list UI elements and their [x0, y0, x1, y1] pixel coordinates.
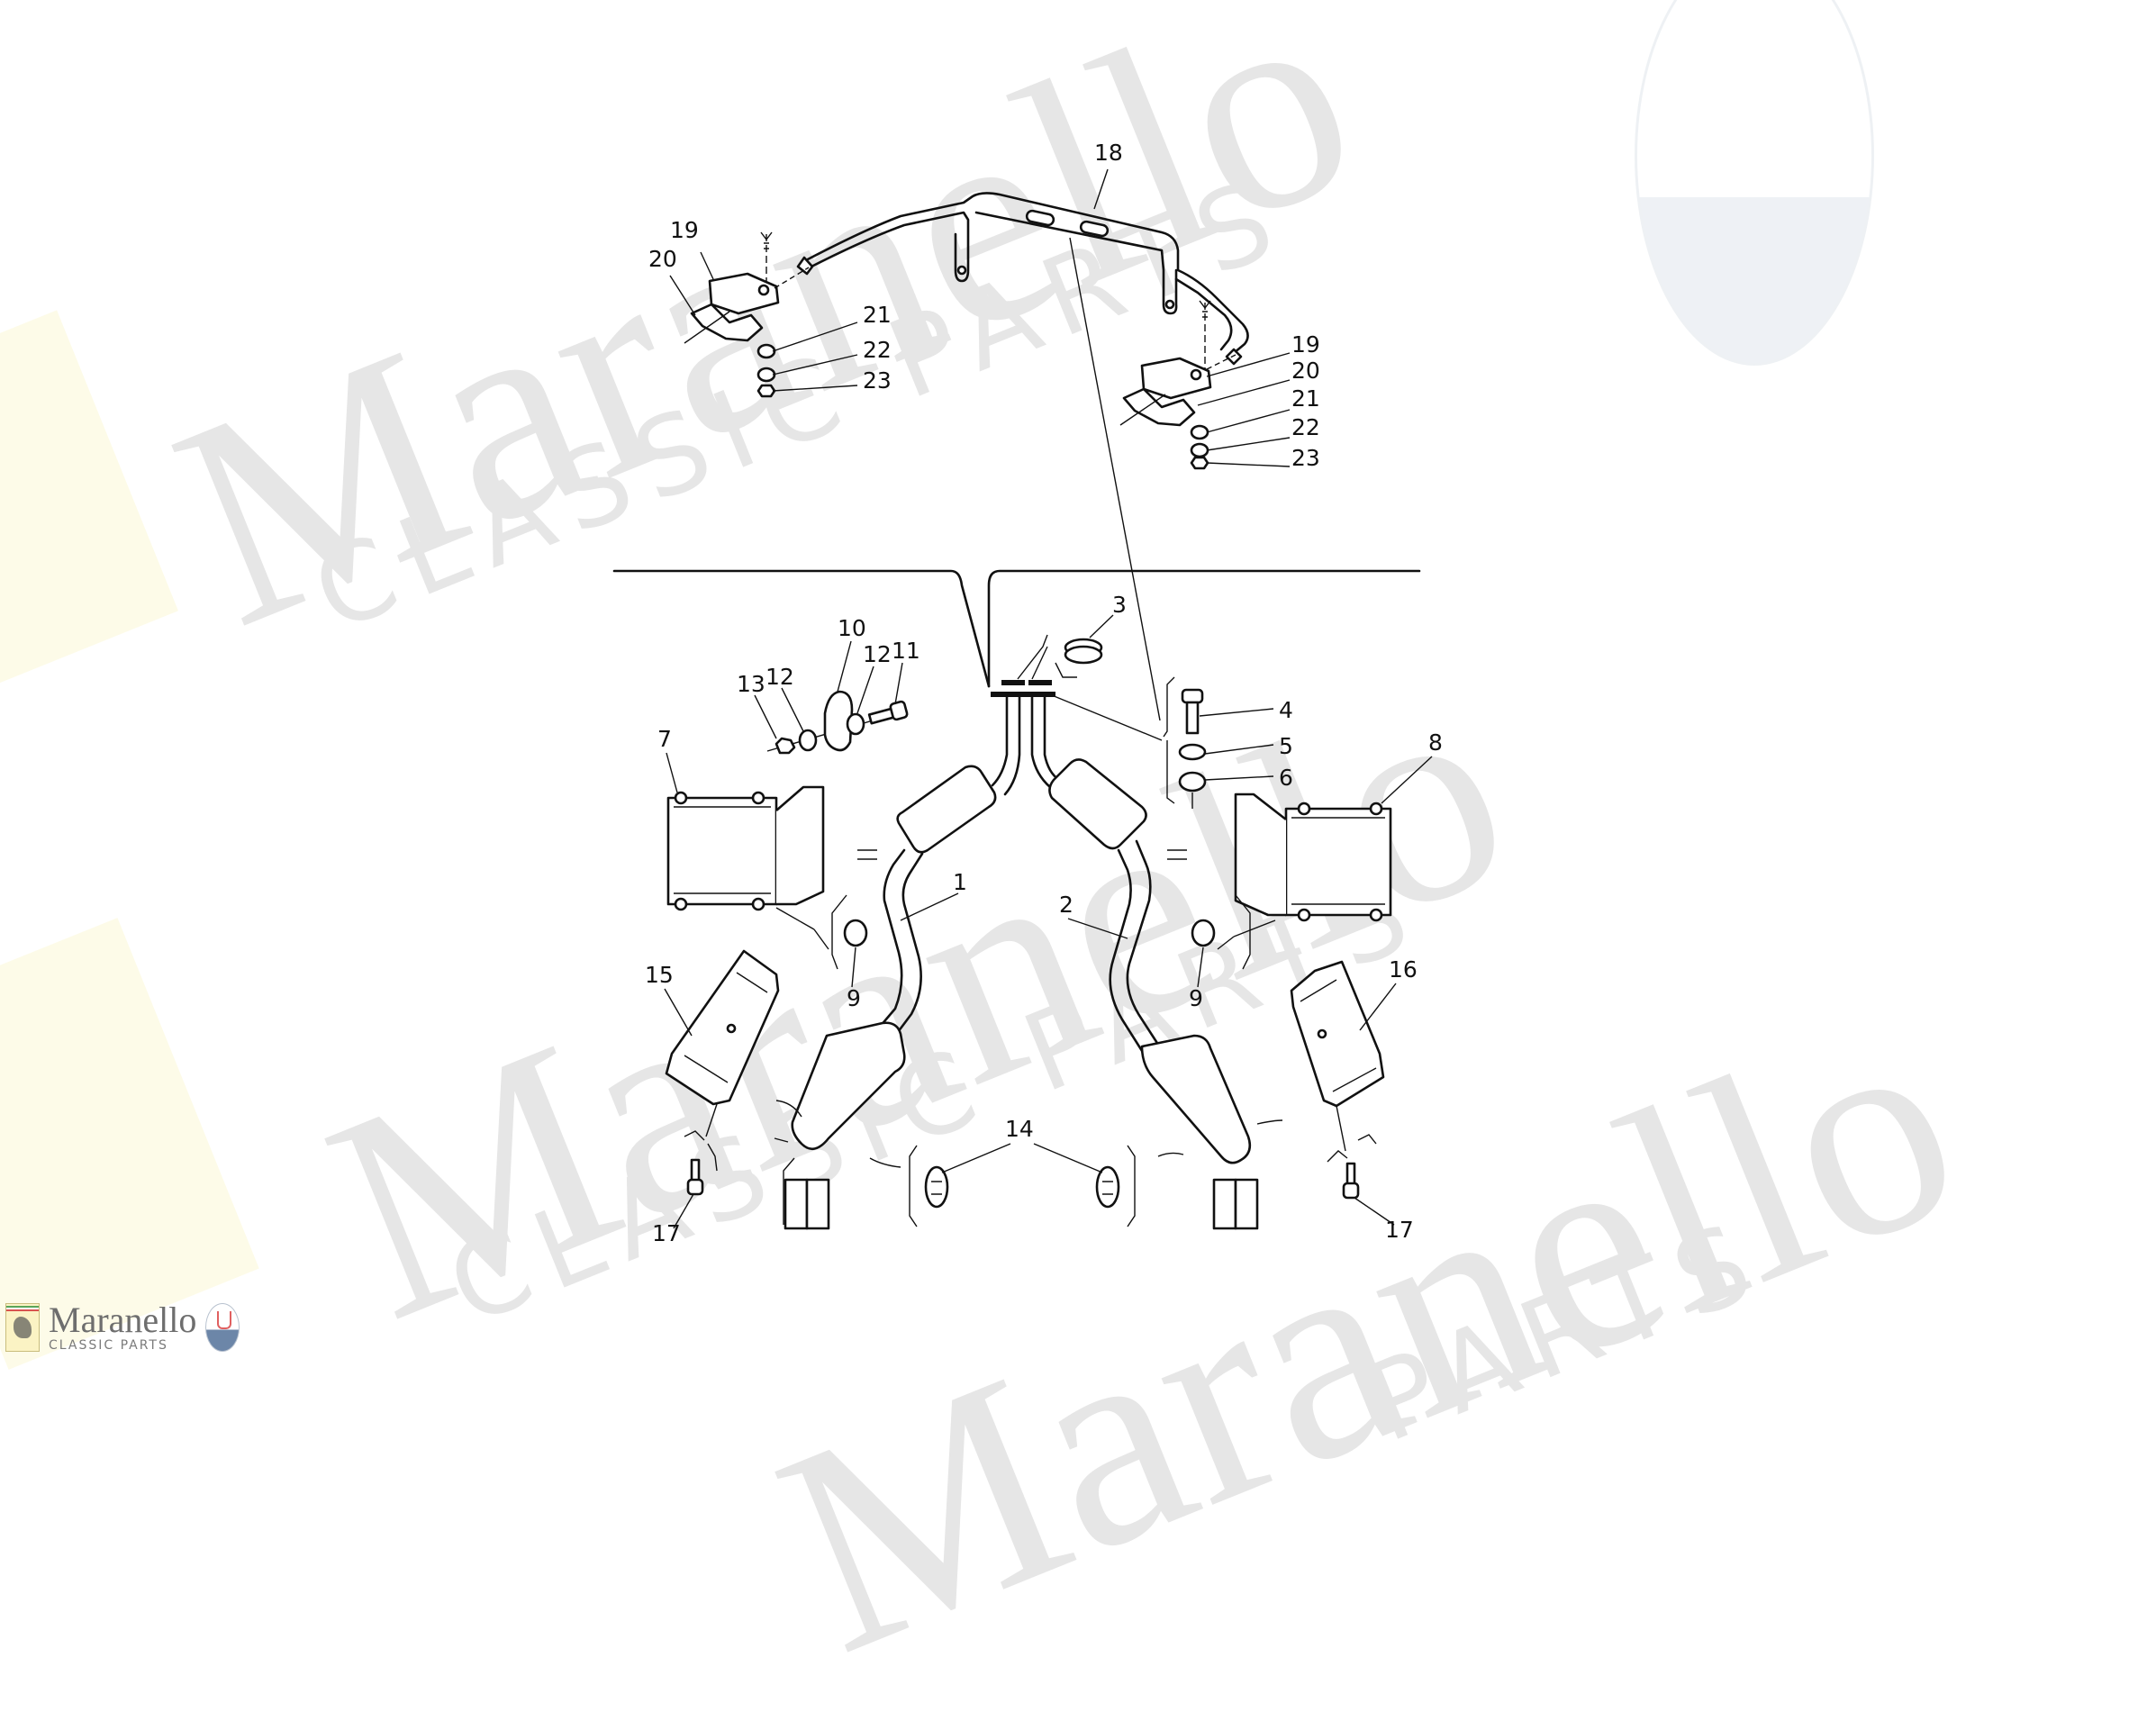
nut-9-right: [1191, 894, 1251, 988]
footer-brand-tagline: CLASSIC PARTS: [49, 1338, 168, 1353]
screw-17-right: [1342, 1162, 1395, 1226]
heat-shield-7: [666, 752, 825, 930]
flange-gasket-right: [1028, 680, 1052, 685]
parts-diagram-canvas: Maranello CLASSIC PARTS Maranello CLASSI…: [0, 0, 1997, 1716]
callout-23-right: 23: [1291, 445, 1320, 471]
callout-10: 10: [838, 615, 866, 641]
support-bracket-18: [796, 192, 1249, 366]
callout-5: 5: [1279, 733, 1293, 759]
callout-22-right: 22: [1291, 414, 1320, 440]
callout-22-left: 22: [863, 337, 892, 363]
ring-3: [1017, 614, 1114, 680]
callout-4: 4: [1279, 697, 1293, 723]
flange-plate: [991, 692, 1055, 697]
nut-9-left: [813, 894, 868, 988]
leader-18: [1093, 168, 1109, 210]
watermark-maserati-badge: [1635, 0, 1874, 366]
footer-logo: Maranello CLASSIC PARTS: [5, 1302, 240, 1353]
callout-19-left: 19: [670, 217, 699, 243]
leader-18-long: [1069, 237, 1161, 721]
callout-11: 11: [892, 638, 920, 664]
bracket-hardware-10-13: [754, 640, 909, 755]
ferrari-badge-icon: [5, 1303, 40, 1352]
clamp-assembly-right: [669, 251, 1291, 470]
callout-17-left: 17: [652, 1220, 681, 1246]
callout-12-left: 12: [765, 664, 794, 690]
callout-14: 14: [1005, 1116, 1034, 1142]
callout-18: 18: [1094, 140, 1123, 166]
callout-labels: 1 2 3 4 5 6 7 8 9 9 10 11 12 12 13 14 15…: [645, 140, 1443, 1246]
rubber-hanger-14-left: [909, 1143, 1011, 1227]
bolt-washer-nut-4-5-6: [1163, 676, 1274, 809]
exhaust-system-drawing: 1 2 3 4 5 6 7 8 9 9 10 11 12 12 13 14 15…: [612, 140, 1443, 1246]
rubber-hanger-14-right: [1033, 1143, 1136, 1227]
callout-19-right: 19: [1291, 331, 1320, 358]
callout-1: 1: [953, 869, 967, 895]
callout-20-left: 20: [648, 246, 677, 272]
heat-shield-16: [1290, 960, 1397, 1163]
callout-3: 3: [1112, 592, 1127, 618]
callout-16: 16: [1389, 956, 1418, 983]
screw-17-left: [673, 1158, 704, 1229]
callout-13: 13: [737, 671, 765, 697]
boundary-line-right: [987, 569, 1421, 688]
clamp-assembly-left: [684, 231, 858, 398]
callout-23-left: 23: [863, 367, 892, 394]
callout-12-right: 12: [863, 641, 892, 667]
callout-15: 15: [645, 962, 674, 988]
callout-21-right: 21: [1291, 385, 1320, 412]
callout-20-right: 20: [1291, 358, 1320, 384]
flange-gasket-left: [1001, 680, 1025, 685]
heat-shield-15: [664, 949, 780, 1172]
callout-2: 2: [1059, 892, 1073, 918]
callout-7: 7: [657, 726, 672, 752]
exhaust-pipe-1: [774, 695, 1021, 1230]
callout-8: 8: [1428, 729, 1443, 756]
callout-17-right: 17: [1385, 1217, 1414, 1243]
footer-brand-text: Maranello CLASSIC PARTS: [49, 1300, 197, 1354]
callout-6: 6: [1279, 765, 1293, 791]
footer-brand-name: Maranello: [49, 1300, 197, 1340]
boundary-line-left: [612, 569, 991, 688]
callout-21-left: 21: [863, 302, 892, 328]
maserati-badge-icon: [205, 1303, 240, 1352]
exhaust-pipe-2: [1030, 695, 1283, 1230]
callout-9-right: 9: [1189, 985, 1203, 1011]
callout-9-left: 9: [847, 985, 861, 1011]
heat-shield-8: [1233, 756, 1433, 937]
